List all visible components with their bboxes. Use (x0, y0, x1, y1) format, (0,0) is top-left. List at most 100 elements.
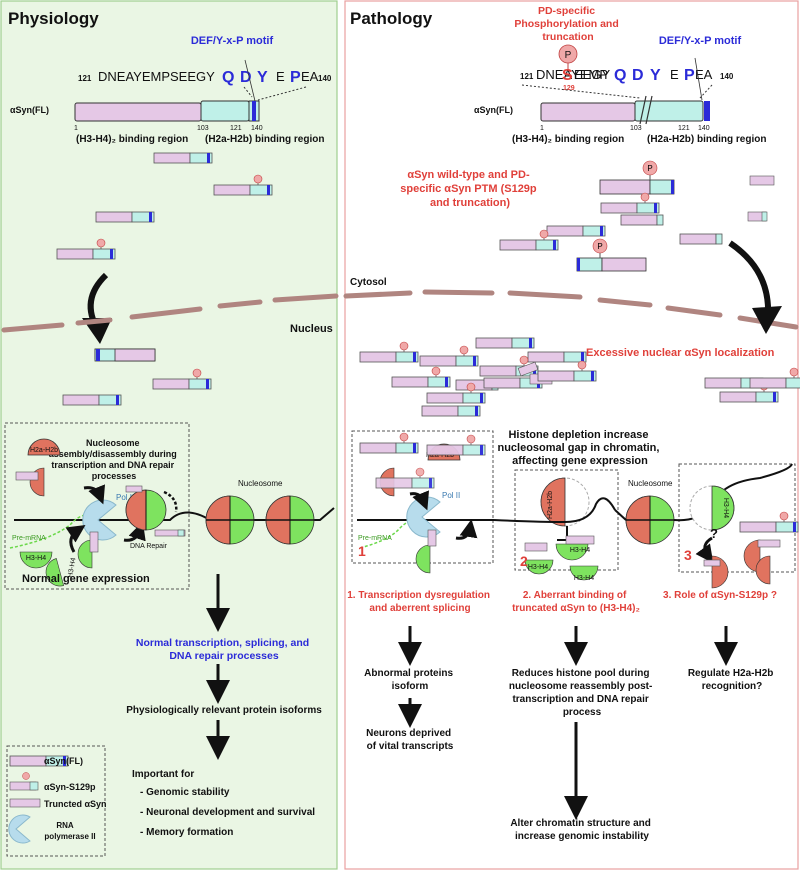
svg-text:P: P (290, 69, 301, 86)
cytosol-asyn-pathology: P P (499, 160, 775, 272)
svg-text:H3-H4: H3-H4 (722, 498, 729, 518)
svg-text:140: 140 (318, 74, 332, 83)
normal-expression-label: Normal gene expression (22, 573, 150, 585)
svg-text:DNA Repair: DNA Repair (130, 543, 168, 550)
nucleus-label: Nucleus (290, 323, 333, 335)
svg-text:121: 121 (678, 125, 690, 132)
outcome-2b: Alter chromatin structure and increase g… (510, 818, 653, 842)
region-h2a-pathology: (H2a-H2b) binding region (647, 134, 766, 145)
svg-text:H3-H4: H3-H4 (574, 575, 594, 582)
svg-text:1: 1 (540, 125, 544, 132)
pathology-title: Pathology (350, 9, 433, 28)
svg-text:αSyn(FL): αSyn(FL) (44, 756, 83, 766)
nucleosome-physiology (205, 495, 315, 545)
svg-text:H2a-H2b: H2a-H2b (426, 452, 454, 459)
svg-text:DNEAYEMPSEEGY: DNEAYEMPSEEGY (98, 69, 215, 84)
caption-1: 1. Transcription dysregulation and aberr… (347, 590, 493, 614)
syn-fl-schematic-pathology (540, 95, 710, 125)
nuclear-membrane (1, 289, 799, 333)
caption-2: 2. Aberrant binding of truncated αSyn to… (512, 590, 640, 614)
outcome-1b: Neurons deprived of vital transcripts (366, 728, 454, 752)
syn-fl-schematic (74, 100, 260, 122)
pd-label: PD-specific Phosphorylation and truncati… (514, 5, 621, 43)
svg-text:Pol II: Pol II (116, 493, 134, 502)
motif-label: DEF/Y-x-P motif (191, 35, 274, 47)
svg-text:EA: EA (695, 67, 713, 82)
svg-text:D: D (240, 69, 252, 86)
svg-text:140: 140 (698, 125, 710, 132)
svg-text:Y: Y (257, 69, 268, 86)
svg-text:EA: EA (301, 69, 319, 84)
region-h2a: (H2a-H2b) binding region (205, 134, 324, 145)
svg-text:E: E (276, 69, 285, 84)
important-title: Important for (132, 769, 194, 780)
wt-label: αSyn wild-type and PD- specific αSyn PTM… (400, 169, 539, 209)
svg-text:H3-H4: H3-H4 (570, 547, 590, 554)
syn-fl-label: αSyn(FL) (10, 105, 49, 115)
import-arrow-pathology (728, 240, 772, 316)
svg-text:Pre-mRNA: Pre-mRNA (358, 535, 392, 542)
nuclear-asyn-physiology (62, 348, 212, 406)
flow-protein-isoforms: Physiologically relevant protein isoform… (126, 705, 322, 716)
svg-text:Nucleosome: Nucleosome (628, 479, 673, 488)
h2a-h2b-physiology (27, 438, 61, 456)
syn-fl-label-pathology: αSyn(FL) (474, 105, 513, 115)
physiology-panel (0, 0, 338, 870)
svg-text:H3-H4: H3-H4 (528, 564, 548, 571)
region-h3h4-pathology: (H3-H4)₂ binding region (512, 134, 624, 145)
svg-text:P: P (647, 164, 652, 173)
motif-label-pathology: DEF/Y-x-P motif (659, 35, 742, 47)
outcome-2a: Reduces histone pool during nucleosome r… (509, 668, 655, 718)
legend: αSyn(FL) αSyn-S129p Truncted αSyn RNA po… (8, 755, 107, 844)
outcome-3a: Regulate H2a-H2b recognition? (688, 668, 776, 692)
svg-text:1: 1 (74, 125, 78, 132)
cytosol-label: Cytosol (350, 277, 387, 288)
svg-text:αSyn-S129p: αSyn-S129p (44, 782, 96, 792)
svg-text:P: P (597, 242, 602, 251)
svg-text:121: 121 (520, 72, 534, 81)
box-number-3: 3 (684, 547, 692, 563)
svg-text:121: 121 (230, 125, 242, 132)
svg-text:DNEAYEMP: DNEAYEMP (536, 67, 608, 82)
physiology-title: Physiology (8, 9, 99, 28)
svg-text:H3-H4: H3-H4 (26, 555, 46, 562)
svg-text:H3-H4: H3-H4 (67, 557, 77, 578)
important-item-1: - Genomic stability (140, 787, 230, 798)
svg-text:E: E (670, 67, 679, 82)
h3-h4-free (19, 551, 53, 569)
svg-text:Y: Y (650, 67, 661, 84)
svg-text:140: 140 (720, 72, 734, 81)
svg-text:129: 129 (563, 85, 575, 92)
box-number-1: 1 (358, 543, 366, 559)
process-box-title: Nucleosome assembly/disassembly during t… (49, 438, 180, 481)
svg-text:121: 121 (78, 74, 92, 83)
svg-text:Pre-mRNA: Pre-mRNA (12, 535, 46, 542)
legend-box (6, 745, 106, 857)
caption-3: 3. Role of αSyn-S129p ? (663, 590, 777, 601)
flow-normal-processes: Normal transcription, splicing, and DNA … (136, 637, 312, 662)
svg-text:P: P (565, 50, 572, 61)
svg-text:EEGY: EEGY (574, 67, 610, 82)
nucleosome-pathology (625, 495, 675, 545)
sequence-pathology: 121 DNEAYEMP S EEGY Q D Y E P EA 140 129 (520, 67, 734, 92)
svg-text:Truncted αSyn: Truncted αSyn (44, 799, 107, 809)
important-item-2: - Neuronal development and survival (140, 807, 315, 818)
svg-text:?: ? (710, 526, 718, 541)
process-box-physiology (4, 422, 190, 590)
excessive-label: Excessive nuclear αSyn localization (586, 347, 775, 359)
svg-text:103: 103 (197, 125, 209, 132)
sequence-physiology: 121 DNEAYEMPSEEGY Q D Y E P EA 140 (78, 69, 332, 86)
histone-depletion-label: Histone depletion increase nucleosomal g… (497, 429, 662, 467)
svg-text:103: 103 (630, 125, 642, 132)
svg-text:Pol II: Pol II (442, 491, 460, 500)
important-item-3: - Memory formation (140, 827, 233, 838)
svg-text:Q: Q (222, 69, 234, 86)
nuclear-asyn-pathology (359, 337, 800, 417)
svg-text:140: 140 (251, 125, 263, 132)
process-box-1 (351, 430, 494, 564)
svg-text:H2a-H2b: H2a-H2b (547, 491, 554, 519)
process-box-3 (678, 463, 796, 573)
outcome-1a: Abnormal proteins isoform (364, 668, 456, 692)
svg-text:RNA polymerase II: RNA polymerase II (44, 821, 95, 841)
